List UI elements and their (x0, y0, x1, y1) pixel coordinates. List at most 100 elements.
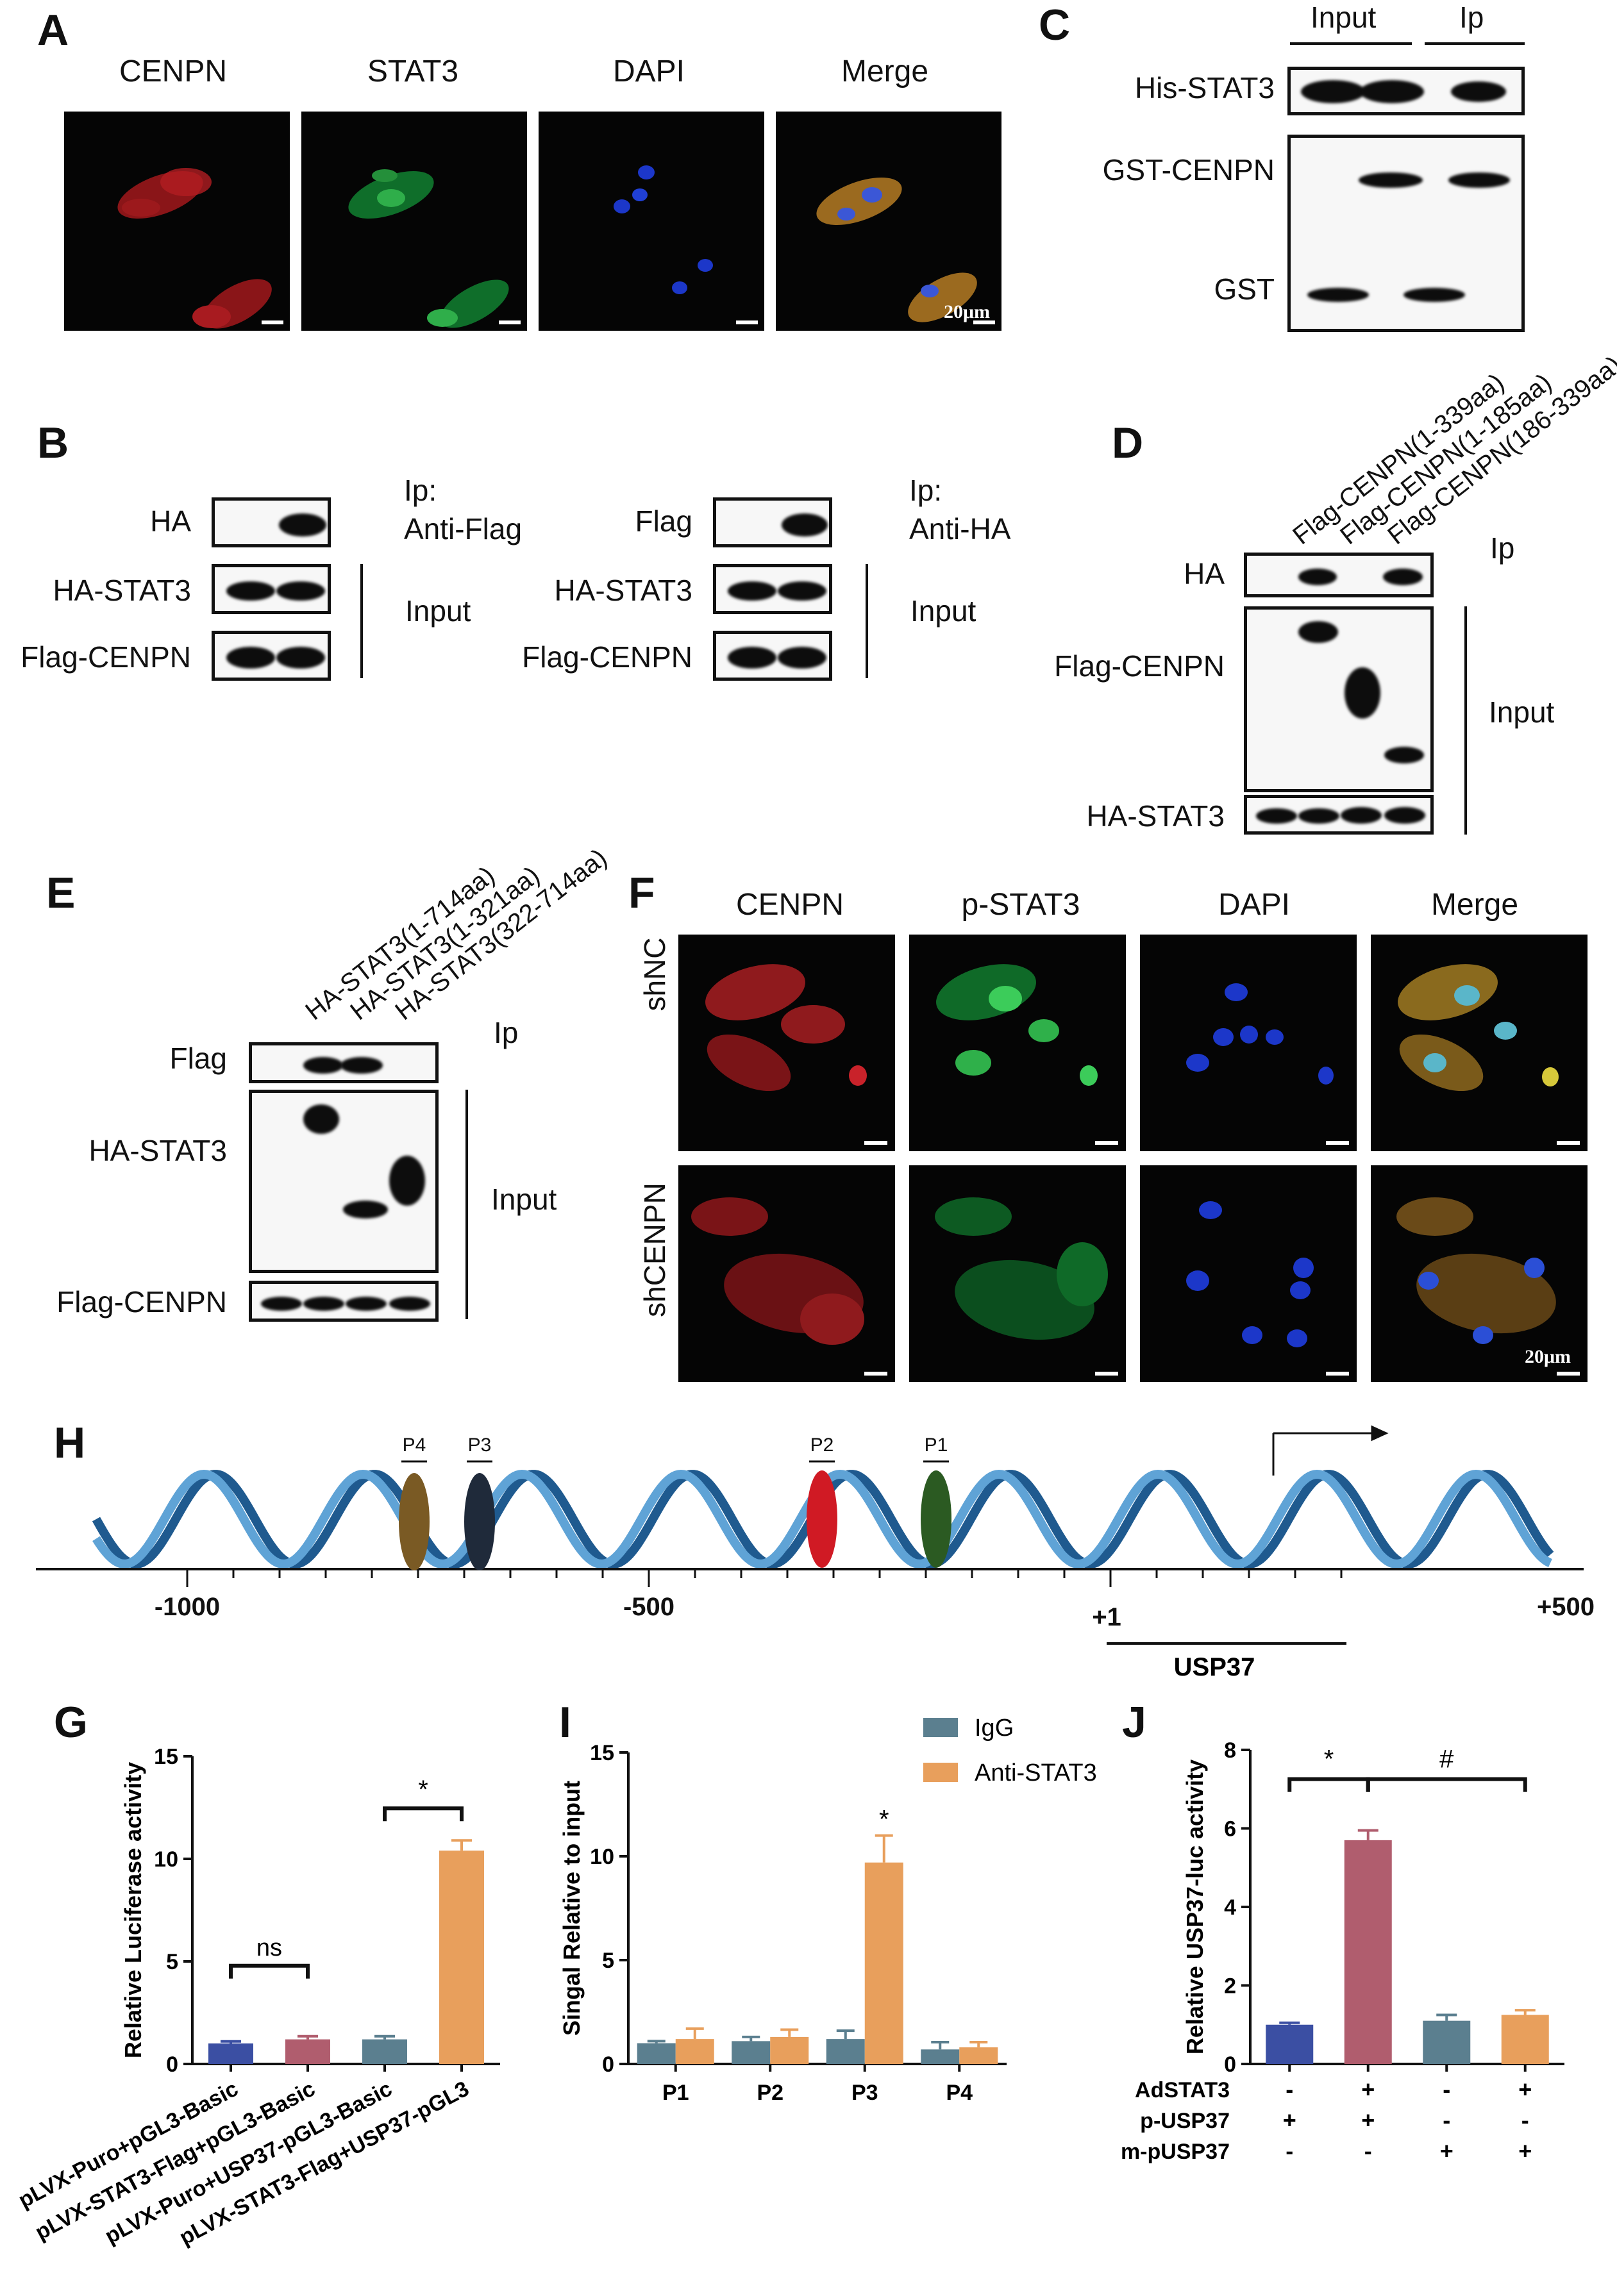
blot-b2-flag-cenpn (713, 631, 832, 681)
y-tick-label: 4 (1224, 1895, 1236, 1920)
legend-swatch (923, 1763, 958, 1782)
significance-bracket (229, 1963, 310, 1979)
panel-letter-a: A (37, 6, 69, 54)
panel-letter-d: D (1112, 419, 1144, 467)
significance-label: * (1324, 1745, 1334, 1774)
bar (921, 2049, 960, 2064)
site-label: P2 (810, 1435, 834, 1456)
y-axis-label: Relative Luciferase activity (120, 1762, 146, 2058)
bar (770, 2036, 809, 2064)
scale-bar (499, 320, 521, 324)
panel-f-channel-label: DAPI (1218, 888, 1291, 922)
y-tick-label: 15 (590, 1741, 614, 1765)
scale-bar (1557, 1372, 1580, 1376)
panel-b-row-label: HA (150, 504, 191, 538)
bracket-line (866, 564, 868, 678)
panel-c-row-label: His-STAT3 (1134, 71, 1275, 104)
blot-b-ha (212, 497, 331, 547)
panel-f-row-label: shNC (638, 937, 671, 1011)
condition-sign: + (1518, 2138, 1532, 2164)
blot-b2-flag (713, 497, 832, 547)
blot-d-ha-stat3 (1244, 795, 1434, 835)
binding-site-p3 (464, 1473, 495, 1570)
panel-letter-i: I (559, 1698, 571, 1747)
panel-letter-b: B (37, 419, 69, 467)
panel-b-ip-antibody: Anti-HA (909, 512, 1011, 545)
panel-c-row-label: GST-CENPN (1102, 153, 1275, 187)
panel-b-ip-label: Ip: (909, 474, 943, 507)
significance-label: * (879, 1806, 889, 1834)
bar (1266, 2024, 1314, 2064)
y-tick-label: 0 (1224, 2052, 1236, 2077)
scale-bar (1326, 1372, 1349, 1376)
panel-c-row-label: GST (1214, 272, 1275, 306)
panel-b-ip-label: Ip: (404, 474, 437, 507)
significance-bracket (1287, 1777, 1370, 1792)
panel-f-channel-label: Merge (1430, 888, 1519, 922)
bar (1344, 1840, 1392, 2064)
panel-d-lane-label: Flag-CENPN(1-185aa) (1335, 368, 1557, 551)
y-axis-label: Singal Relative to input (558, 1781, 585, 2036)
bar (675, 2039, 714, 2064)
blot-e-flag-cenpn (249, 1281, 439, 1322)
blot-b2-ha-stat3 (713, 564, 832, 614)
binding-site-p1 (921, 1470, 951, 1568)
panel-e-row-label: Flag-CENPN (56, 1285, 227, 1319)
site-label: P4 (403, 1435, 426, 1456)
blot-his-stat3 (1287, 67, 1525, 115)
scale-label: 20μm (944, 301, 990, 322)
panel-e-ip-label: Ip (494, 1016, 519, 1049)
panel-a-channel-label: CENPN (119, 54, 228, 88)
panel-b-row-label: Flag (635, 504, 692, 538)
blot-b-ha-stat3 (212, 564, 331, 614)
y-tick-label: 0 (166, 2052, 178, 2077)
binding-site-p4 (399, 1473, 430, 1570)
condition-sign: + (1361, 2107, 1375, 2133)
panel-a-channel-label: DAPI (612, 54, 685, 88)
micrograph-shcenpn-pstat3 (909, 1165, 1126, 1382)
x-tick-label: P4 (946, 2081, 973, 2105)
panel-letter-e: E (46, 869, 76, 917)
significance-label: * (418, 1776, 428, 1804)
panel-d-row-label: HA (1184, 557, 1225, 590)
panel-c-col-label: Input (1311, 1, 1377, 34)
blot-d-ha (1244, 553, 1434, 597)
panel-d-row-label: HA-STAT3 (1086, 799, 1225, 833)
bar (637, 2043, 676, 2064)
panel-e-row-label: HA-STAT3 (88, 1134, 227, 1167)
condition-label: AdSTAT3 (1135, 2078, 1230, 2102)
legend-label: IgG (975, 1715, 1014, 1742)
micrograph-cenpn (64, 112, 290, 331)
legend-label: Anti-STAT3 (975, 1759, 1097, 1786)
promoter-diagram: P4 P3 P2 P1 -1000 -500 +1 +500 USP37 (36, 1425, 1595, 1681)
condition-sign: - (1443, 2076, 1450, 2102)
condition-sign: - (1364, 2138, 1372, 2164)
condition-sign: - (1443, 2107, 1450, 2133)
condition-sign: - (1521, 2107, 1529, 2133)
y-tick-label: 15 (154, 1745, 178, 1769)
bar (285, 2039, 330, 2064)
scale-bar (973, 320, 995, 324)
x-tick-label: P3 (851, 2081, 878, 2105)
scale-label: 20μm (1525, 1346, 1571, 1367)
bracket-line (1464, 606, 1467, 835)
y-tick-label: 2 (1224, 1974, 1236, 1999)
condition-sign: + (1361, 2076, 1375, 2102)
scale-bar (864, 1141, 887, 1145)
panel-b-row-label: HA-STAT3 (53, 574, 191, 607)
scale-bar (864, 1372, 887, 1376)
site-label: P1 (925, 1435, 948, 1456)
scale-bar (1095, 1372, 1118, 1376)
legend-swatch (923, 1718, 958, 1737)
panel-f-row-label: shCENPN (638, 1183, 671, 1317)
blot-b-flag-cenpn (212, 631, 331, 681)
condition-sign: - (1286, 2138, 1293, 2164)
blot-gst-cenpn-gst (1287, 135, 1525, 332)
condition-label: m-pUSP37 (1121, 2140, 1230, 2164)
significance-label: ns (256, 1934, 282, 1961)
blot-e-flag (249, 1042, 439, 1083)
panel-b-row-label: Flag-CENPN (21, 640, 191, 674)
bracket-line (465, 1090, 468, 1319)
position-label: +500 (1537, 1593, 1595, 1621)
